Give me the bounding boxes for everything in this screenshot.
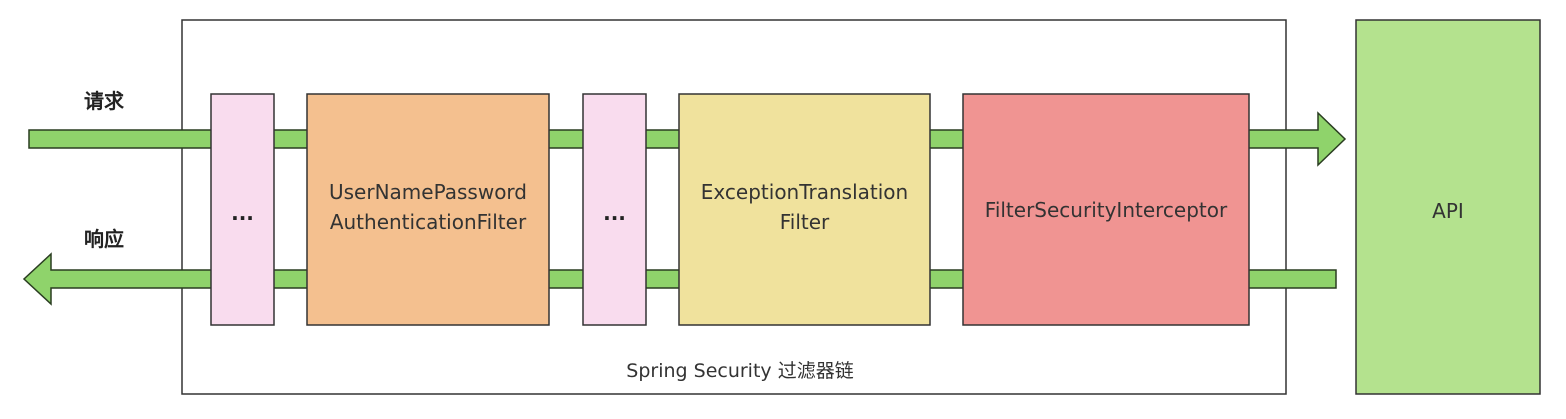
ellipsis-filter-label-2: ...: [603, 201, 626, 225]
username-password-authentication-filter-box: [306, 93, 550, 326]
api-box: [1355, 19, 1541, 395]
ellipsis-filter-box-2: [582, 93, 647, 326]
filter-chain-label: Spring Security 过滤器链: [626, 360, 853, 382]
username-password-filter-label-line1: UserNamePassword: [329, 180, 527, 204]
username-password-filter-label-line2: AuthenticationFilter: [330, 210, 527, 234]
exception-translation-filter-label-line1: ExceptionTranslation: [701, 180, 908, 204]
response-label: 响应: [84, 227, 124, 251]
api-label: API: [1432, 199, 1464, 223]
request-label: 请求: [84, 89, 125, 113]
ellipsis-filter-box-1: [210, 93, 275, 326]
ellipsis-filter-label-1: ...: [231, 201, 254, 225]
exception-translation-filter-box: [678, 93, 931, 326]
filter-security-interceptor-box: [962, 93, 1250, 326]
exception-translation-filter-label-line2: Filter: [780, 210, 830, 234]
filter-security-interceptor-label: FilterSecurityInterceptor: [985, 198, 1228, 222]
